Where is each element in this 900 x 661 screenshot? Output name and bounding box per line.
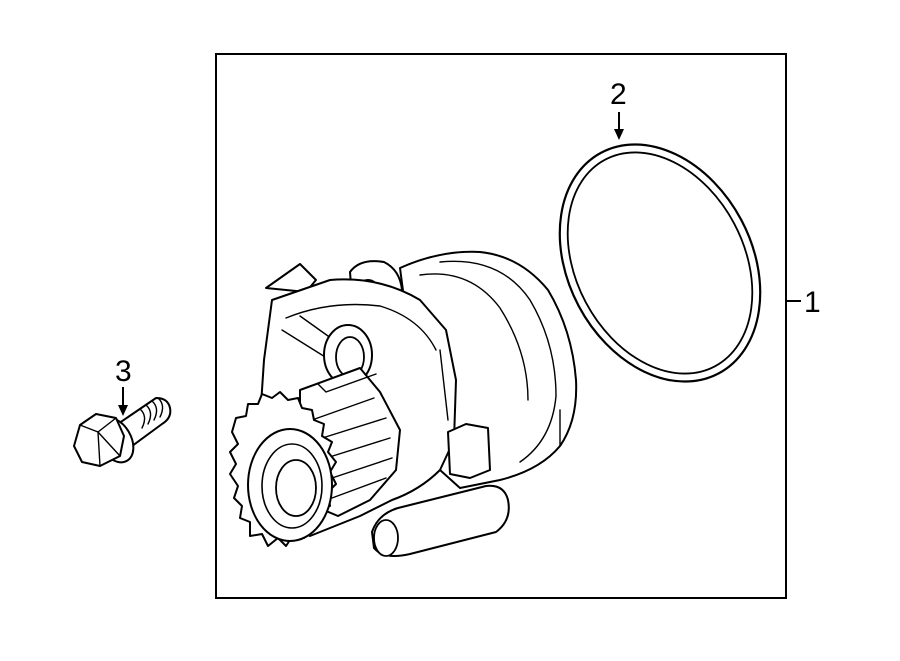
assembly-frame [215,53,787,599]
callout-2-arrowhead [614,129,624,140]
callout-1[interactable]: 1 [786,286,821,319]
callout-2[interactable]: 2 [610,78,627,140]
flange-bolt-icon[interactable] [73,397,172,469]
pump-sprocket [229,391,337,547]
callout-2-label: 2 [610,78,627,111]
callout-3-label: 3 [115,355,132,388]
water-pump-icon[interactable] [229,250,578,557]
callout-3[interactable]: 3 [115,355,132,416]
gasket-ring-icon[interactable] [520,109,800,416]
callout-1-label: 1 [804,286,821,319]
callout-3-arrowhead [118,405,128,416]
